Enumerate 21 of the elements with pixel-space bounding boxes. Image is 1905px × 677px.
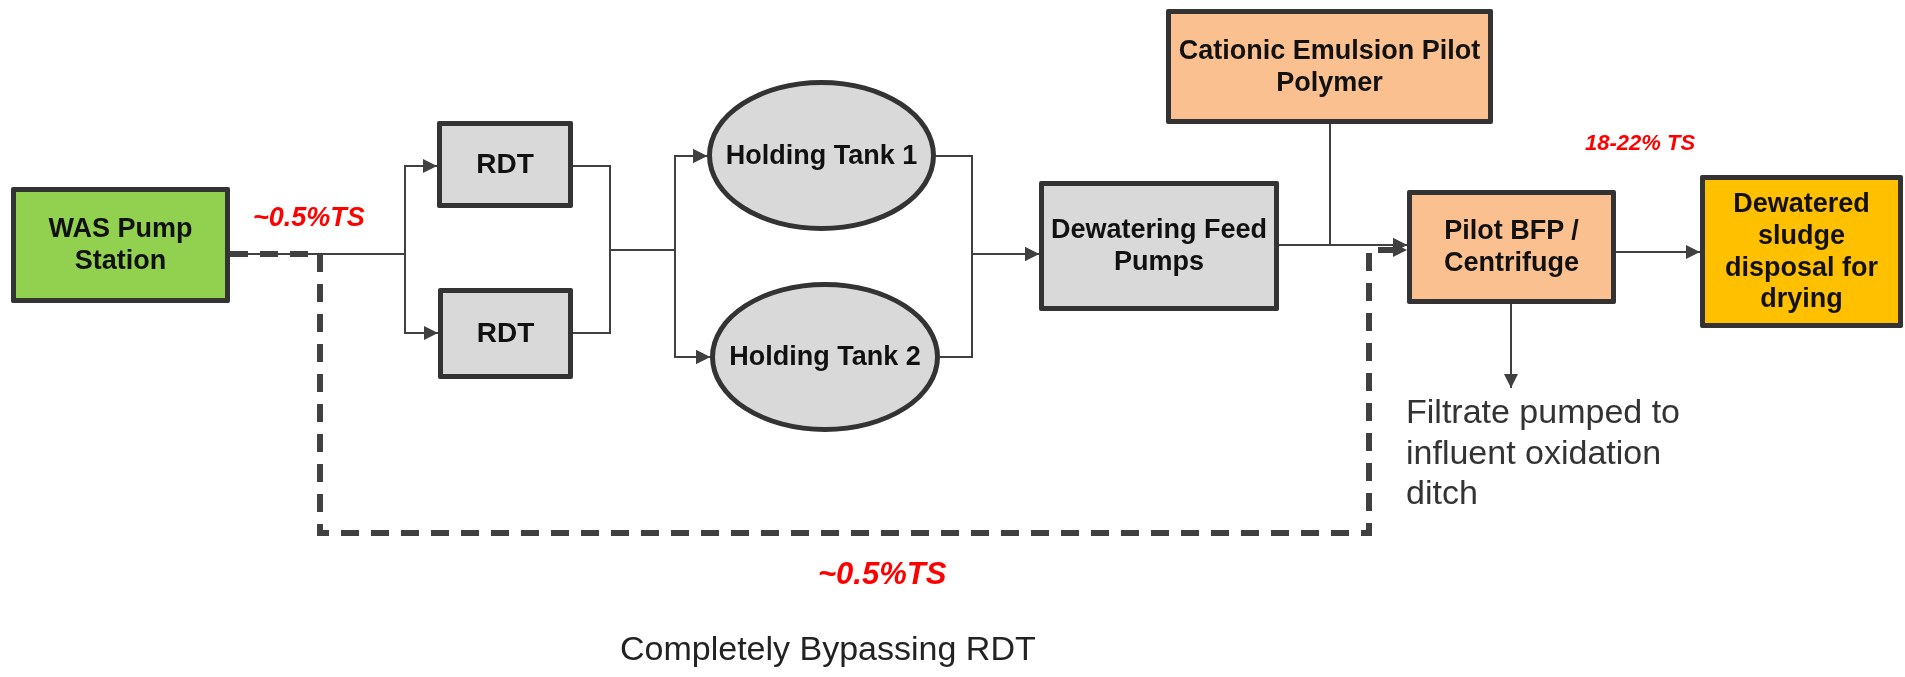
box-label: RDT (476, 148, 534, 181)
process-box (1039, 181, 1279, 311)
arrow (1504, 303, 1518, 389)
arrow (939, 247, 1040, 358)
box-label: Holding Tank 2 (729, 341, 921, 373)
box-label: Dewatering Feed Pumps (1049, 214, 1269, 278)
process-box (437, 121, 573, 208)
process-box (11, 187, 230, 303)
box-label: Holding Tank 1 (725, 139, 918, 172)
process-box (1700, 175, 1903, 328)
process-box (438, 288, 573, 379)
arrow (1615, 245, 1701, 259)
note-text: Filtrate pumped to influent oxidation ditch (1406, 390, 1682, 514)
caption: Completely Bypassing RDT (620, 628, 1036, 669)
box-label: Cationic Emulsion Pilot Polymer (1177, 34, 1482, 99)
box-label: Dewatered sludge disposal for drying (1724, 188, 1879, 315)
box-label: WAS Pump Station (47, 213, 194, 277)
box-label: Pilot BFP / Centrifuge (1443, 215, 1580, 279)
process-box (1407, 190, 1616, 304)
box-label: RDT (476, 317, 535, 350)
process-box (1166, 9, 1493, 124)
